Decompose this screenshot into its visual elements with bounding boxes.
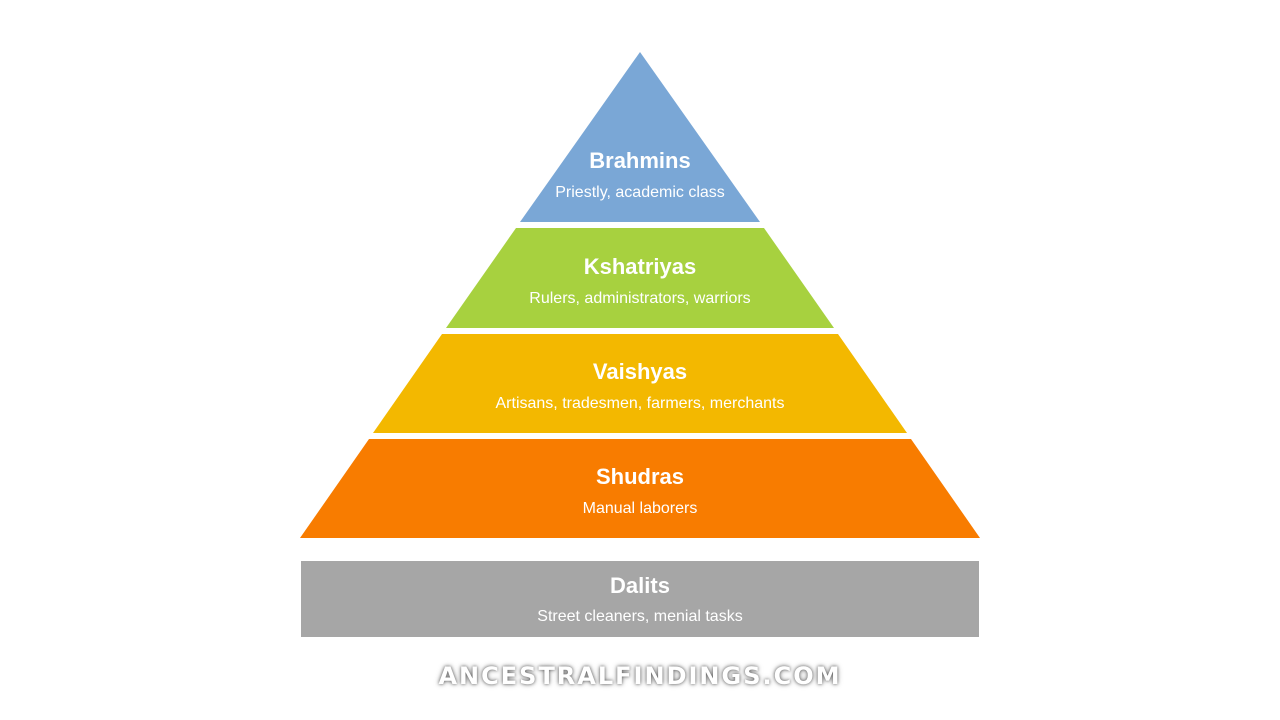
tier-desc-shudras: Manual laborers — [583, 500, 698, 517]
tier-desc-brahmins: Priestly, academic class — [555, 184, 725, 201]
tier-shape-brahmins — [520, 52, 760, 222]
tier-title-shudras: Shudras — [596, 464, 684, 489]
tier-shape-kshatriyas — [446, 228, 834, 328]
base-band-dalits: Dalits Street cleaners, menial tasks — [301, 561, 979, 637]
base-desc-dalits: Street cleaners, menial tasks — [537, 608, 743, 625]
tier-title-brahmins: Brahmins — [589, 148, 690, 173]
tier-title-kshatriyas: Kshatriyas — [584, 254, 697, 279]
tier-desc-vaishyas: Artisans, tradesmen, farmers, merchants — [496, 395, 785, 412]
tier-shape-shudras — [300, 439, 980, 538]
tier-title-vaishyas: Vaishyas — [593, 359, 687, 384]
base-title-dalits: Dalits — [610, 573, 670, 598]
tier-shape-vaishyas — [373, 334, 907, 433]
site-watermark: ANCESTRALFINDINGS.COM — [438, 662, 842, 690]
tier-desc-kshatriyas: Rulers, administrators, warriors — [529, 290, 750, 307]
